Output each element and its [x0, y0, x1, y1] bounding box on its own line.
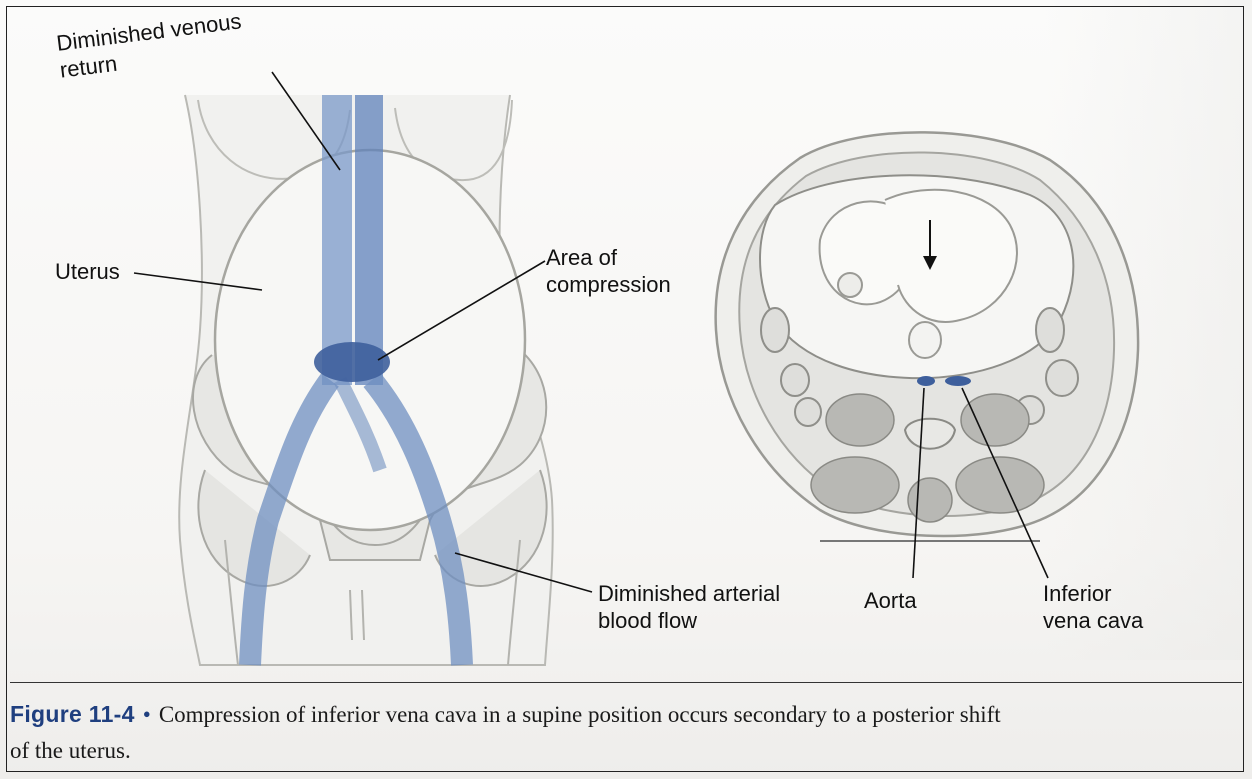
ivc-cross-section	[945, 376, 971, 386]
caption-bullet: •	[135, 702, 159, 727]
figure-caption: Figure 11-4•Compression of inferior vena…	[10, 696, 1250, 769]
caption-text-line1: Compression of inferior vena cava in a s…	[159, 702, 1001, 727]
aorta-vessel	[355, 95, 383, 385]
label-diminished-arterial-blood-flow: Diminished arterial blood flow	[598, 580, 780, 634]
label-aorta: Aorta	[864, 587, 917, 614]
torso-illustration	[179, 95, 553, 665]
caption-text-line2: of the uterus.	[10, 738, 131, 763]
aorta-cross-section	[917, 376, 935, 386]
compression-area	[314, 342, 390, 382]
vena-cava-vessel	[322, 95, 352, 385]
figure-number: Figure 11-4	[10, 701, 135, 727]
label-inferior-vena-cava: Inferior vena cava	[1043, 580, 1143, 634]
label-area-of-compression: Area of compression	[546, 244, 671, 298]
cross-section-illustration	[716, 132, 1138, 541]
illustration-svg	[0, 0, 1252, 680]
caption-rule	[10, 682, 1242, 683]
label-uterus: Uterus	[55, 258, 120, 285]
